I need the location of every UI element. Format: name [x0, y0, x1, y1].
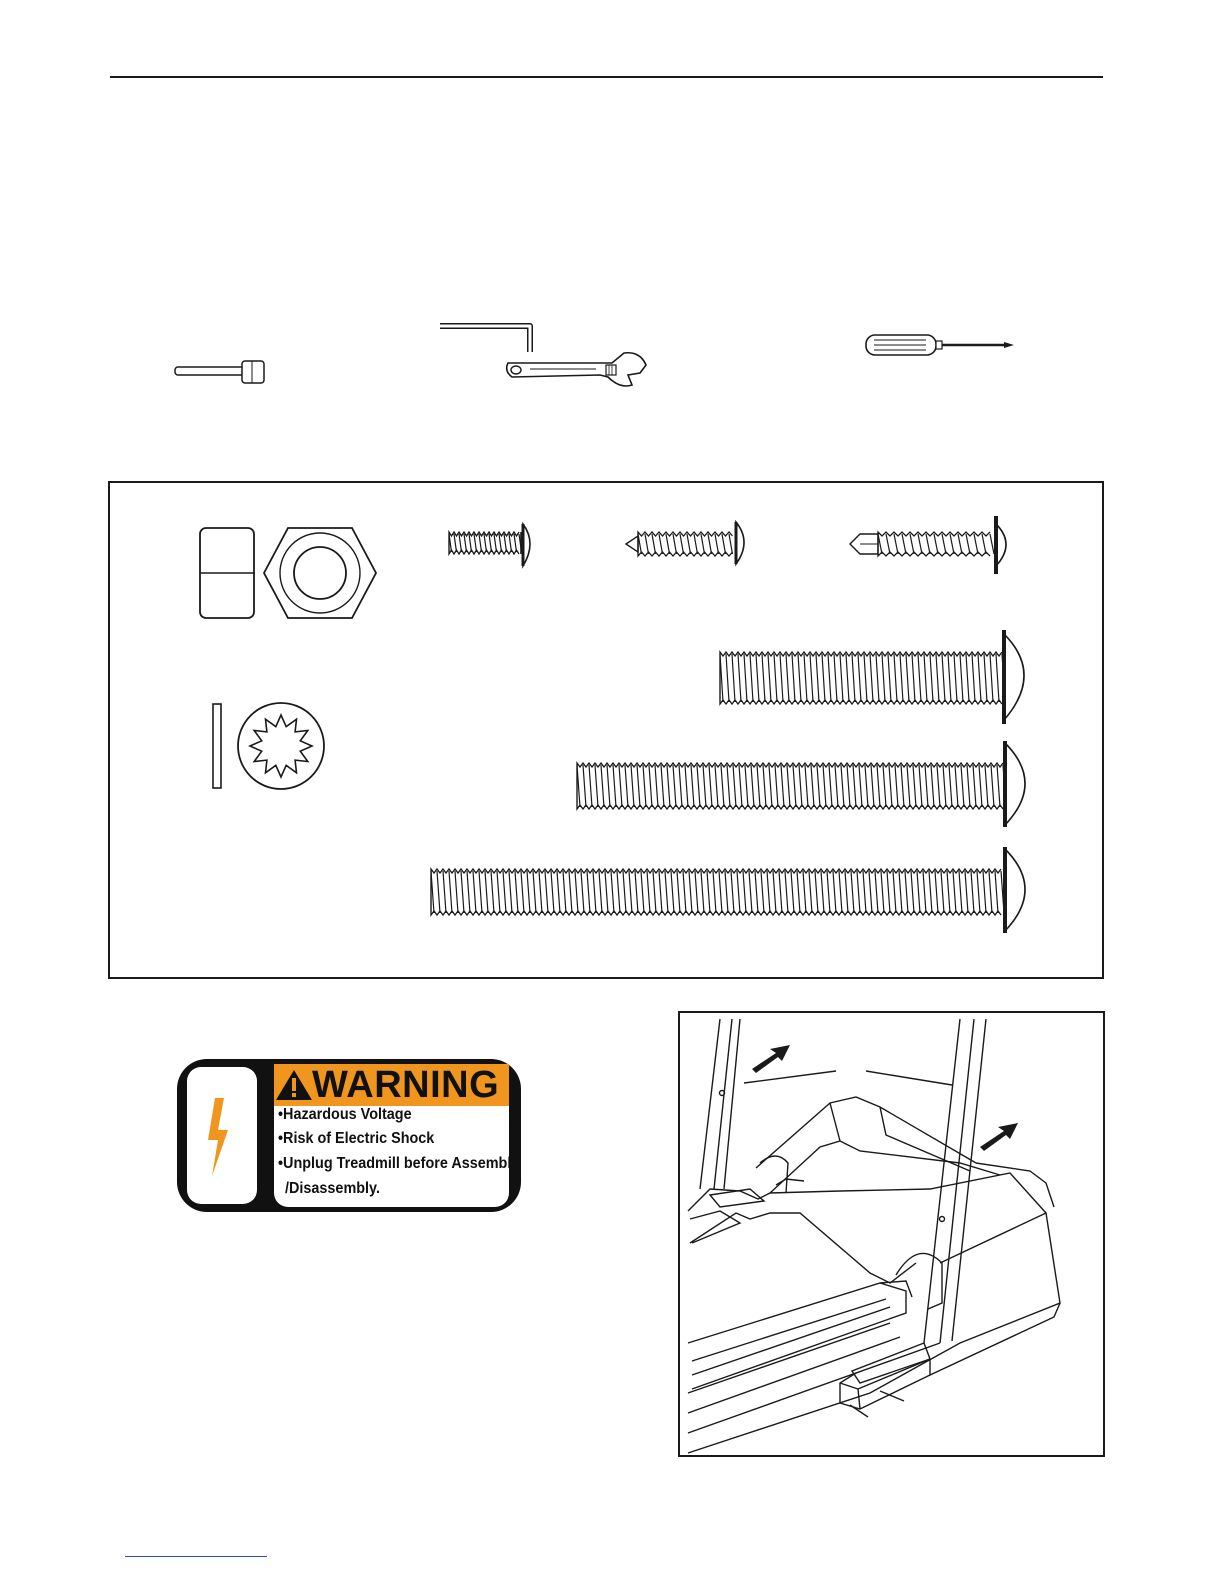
- phillips-screwdriver-icon: [862, 330, 1018, 360]
- star-washer-icon: [209, 700, 329, 792]
- bolt-medium-icon: [573, 739, 1033, 829]
- warning-line: •Hazardous Voltage: [278, 1106, 412, 1124]
- top-rule: [110, 76, 1103, 78]
- warning-line: •Risk of Electric Shock: [278, 1130, 434, 1148]
- warning-line: •Unplug Treadmill before Assembly: [278, 1155, 519, 1173]
- footer-link-underline: [125, 1556, 267, 1557]
- warning-line: /Disassembly.: [285, 1180, 380, 1198]
- hex-nut-icon: [196, 524, 380, 622]
- treadmill-drawing: [680, 1013, 1105, 1457]
- mallet-icon: [170, 355, 270, 390]
- treadmill-assembly-illustration: [678, 1011, 1105, 1457]
- self-drilling-screw-icon: [846, 512, 1014, 576]
- bolt-long-icon: [427, 845, 1033, 935]
- bolt-short-icon: [716, 628, 1032, 726]
- adjustable-wrench-icon: [500, 345, 652, 395]
- machine-screw-icon: [445, 518, 535, 570]
- warning-heading: WARNING: [276, 1064, 509, 1106]
- tapping-screw-icon: [624, 516, 752, 568]
